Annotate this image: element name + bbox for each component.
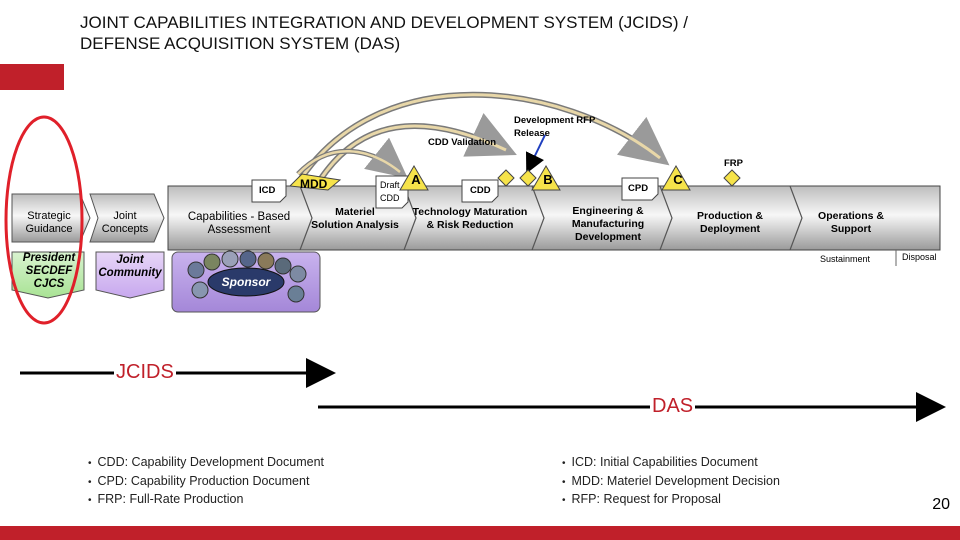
footer-bar [0,526,960,540]
service-seals [187,250,307,303]
draft-cdd-doc-shape [375,175,409,209]
strategic-guidance-box [11,193,91,243]
joint-community-box [95,251,165,299]
dev-rfp-label: Development RFP Release [514,114,595,140]
milestone-b-marker [531,165,561,191]
title-line-2: DEFENSE ACQUISITION SYSTEM (DAS) [80,34,401,53]
cdd-doc-shape [461,179,499,203]
joint-concepts-line-1: Joint [113,210,137,222]
curve-arrow-outer-highlight [298,93,661,181]
joint-community-line-1: Joint [116,254,144,266]
legend-item: ICD: Initial Capabilities Document [562,454,780,473]
mdd-marker [288,173,342,191]
msa-line-1: Materiel [335,206,375,218]
title-line-1: JOINT CAPABILITIES INTEGRATION AND DEVEL… [80,13,689,32]
icd-label: ICD [259,185,276,196]
dev-rfp-line-1: Development RFP [514,115,596,126]
cdd-validation-diamond [497,169,515,187]
secdef-line: SECDEF [25,265,73,277]
emd-line-3: Development [575,231,641,243]
cdd-validation-label: CDD Validation [428,137,497,148]
milestone-c-marker [661,165,691,191]
draft-cdd-label: Draft CDD [380,179,400,205]
president-line: President [22,252,76,264]
milestone-a-label: A [411,172,421,187]
emd-line-2: Manufacturing [571,218,645,230]
jcids-label: JCIDS [114,361,176,384]
draft-line-2: CDD [380,193,400,203]
strategic-line-1: Strategic [27,210,71,222]
legend-item: MDD: Materiel Development Decision [562,473,780,492]
msa-label: Materiel Solution Analysis [304,206,406,232]
strategic-guidance-label: Strategic Guidance [16,210,82,236]
president-box [11,251,85,299]
das-label: DAS [650,395,696,418]
strategic-line-2: Guidance [25,223,73,235]
phase-sep-4 [659,185,673,251]
legend-right: ICD: Initial Capabilities Document MDD: … [562,454,780,510]
curve-arrow-small-highlight [297,150,401,175]
legend-item: CDD: Capability Development Document [88,454,324,473]
tmrr-line-2: & Risk Reduction [426,219,514,231]
pd-label: Production & Deployment [678,210,782,236]
milestone-c-label: C [673,172,683,187]
accent-tab [0,64,64,90]
os-line-1: Operations & [818,210,884,222]
cba-line-2: Assessment [207,224,271,236]
dev-rfp-line-2: Release [514,128,550,139]
legend-item: RFP: Request for Proposal [562,491,780,510]
phase-sep-5 [789,185,803,251]
rfp-release-diamond [519,169,537,187]
icd-doc-shape [251,179,287,203]
cjcs-line: CJCS [33,278,65,290]
tmrr-label: Technology Maturation & Risk Reduction [404,206,536,232]
legend-item: FRP: Full-Rate Production [88,491,324,510]
cba-label: Capabilities - Based Assessment [176,211,302,237]
sustainment-label: Sustainment [820,254,871,264]
phase-sep-3 [531,185,545,251]
joint-concepts-label: Joint Concepts [94,210,156,236]
os-label: Operations & Support [804,210,898,236]
pd-line-2: Deployment [699,223,761,235]
page-number: 20 [932,496,950,513]
slide-title: JOINT CAPABILITIES INTEGRATION AND DEVEL… [80,12,840,54]
emd-line-1: Engineering & [572,205,644,217]
curve-arrow-inner-highlight [318,124,507,181]
sponsor-label: Sponsor [221,275,271,289]
cpd-label: CPD [628,183,649,194]
mdd-label: MDD [300,177,328,191]
cba-line-1: Capabilities - Based [187,211,291,223]
pd-line-1: Production & [697,210,763,222]
draft-line-1: Draft [380,180,400,190]
phase-sep-1 [299,185,313,251]
msa-line-2: Solution Analysis [311,219,399,231]
legend-item: CPD: Capability Production Document [88,473,324,492]
tmrr-line-1: Technology Maturation [412,206,528,218]
joint-concepts-line-2: Concepts [101,223,149,235]
joint-concepts-box [89,193,165,243]
os-line-2: Support [830,223,872,235]
disposal-label: Disposal [902,252,937,262]
joint-community-label: Joint Community [94,254,166,280]
frp-label: FRP [724,158,743,169]
acquisition-bar [167,185,941,251]
legend-left: CDD: Capability Development Document CPD… [88,454,324,510]
emd-label: Engineering & Manufacturing Development [548,205,668,244]
joint-community-line-2: Community [98,267,162,279]
rfp-pointer [525,134,546,174]
cdd-label: CDD [470,185,491,196]
cpd-doc-shape [621,177,659,201]
frp-diamond [723,169,741,187]
highlight-oval [4,115,84,325]
president-label: President SECDEF CJCS [14,252,84,291]
milestone-a-marker [399,165,429,191]
milestone-b-label: B [543,172,553,187]
